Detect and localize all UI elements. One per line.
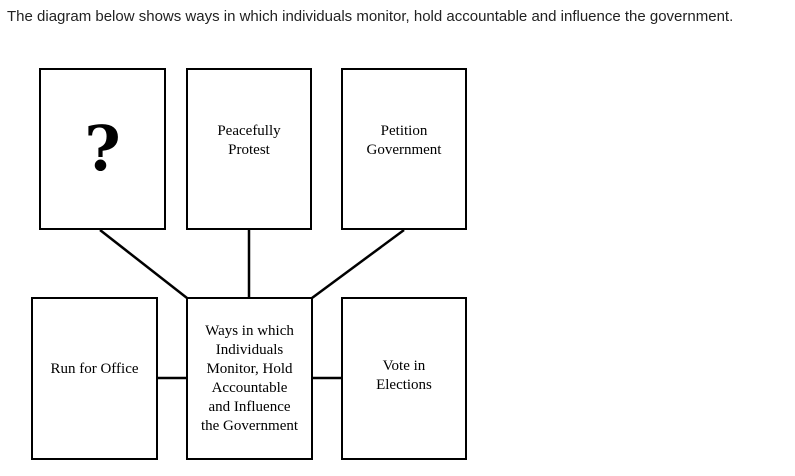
box-peacefully-protest: Peacefully Protest bbox=[186, 68, 312, 230]
box-center-topic: Ways in which Individuals Monitor, Hold … bbox=[186, 297, 313, 460]
box-center-topic-label: Ways in which Individuals Monitor, Hold … bbox=[200, 322, 299, 434]
connector-unknown bbox=[99, 229, 188, 299]
connector-petition bbox=[311, 228, 405, 300]
box-unknown: ? bbox=[39, 68, 166, 230]
box-peacefully-protest-label: Peacefully Protest bbox=[217, 123, 281, 158]
box-petition-government-label: Petition Government bbox=[366, 123, 442, 158]
box-run-for-office: Run for Office bbox=[31, 297, 158, 460]
box-run-for-office-label: Run for Office bbox=[50, 361, 139, 377]
box-vote-in-elections: Vote in Elections bbox=[341, 297, 467, 460]
box-petition-government: Petition Government bbox=[341, 68, 467, 230]
question-prompt: The diagram below shows ways in which in… bbox=[7, 8, 734, 25]
question-mark: ? bbox=[84, 112, 121, 185]
box-vote-in-elections-label: Vote in Elections bbox=[376, 358, 432, 393]
